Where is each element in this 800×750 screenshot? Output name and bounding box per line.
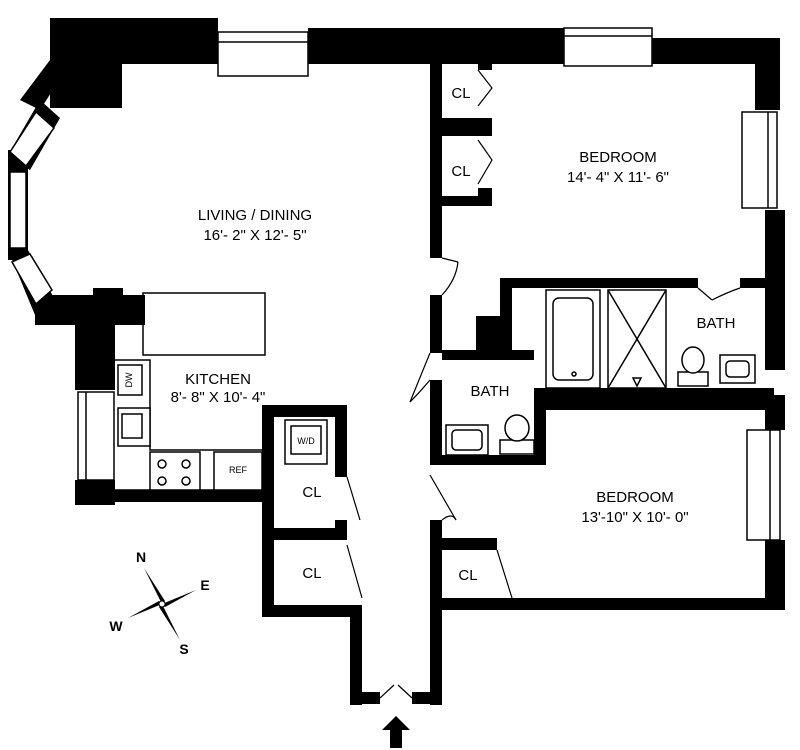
bath2-label: BATH <box>697 315 736 332</box>
closet-label: CL <box>302 484 321 501</box>
bath1-label: BATH <box>471 383 510 400</box>
stove <box>149 451 201 491</box>
kitchen-dims: 8'- 8" X 10'- 4" <box>171 389 266 406</box>
compass-rose-icon: N E S W <box>109 549 209 657</box>
closet-label: CL <box>458 567 477 584</box>
bedroom2-dims: 13'-10" X 10'- 0" <box>581 509 688 526</box>
fixtures <box>115 289 756 491</box>
compass-south: S <box>179 641 188 657</box>
windows <box>9 27 781 541</box>
dishwasher-label: DW <box>124 372 134 387</box>
walls <box>8 18 785 705</box>
bedroom2-label: BEDROOM <box>596 489 674 506</box>
entry-arrow-icon <box>382 716 410 748</box>
bedroom1-label: BEDROOM <box>579 149 657 166</box>
living-dining-label: LIVING / DINING <box>198 207 312 224</box>
kitchen-label: KITCHEN <box>185 371 251 388</box>
kitchen-counter <box>142 292 266 356</box>
closet-label: CL <box>451 163 470 180</box>
toilet-bath2 <box>677 371 709 387</box>
compass-north: N <box>136 549 146 565</box>
refrigerator-label: REF <box>229 465 248 475</box>
washer-dryer-label: W/D <box>297 436 315 446</box>
compass-east: E <box>200 577 209 593</box>
closet-label: CL <box>302 565 321 582</box>
refrigerator <box>213 451 263 491</box>
bedroom1-dims: 14'- 4" X 11'- 6" <box>567 169 669 186</box>
compass-west: W <box>109 618 123 634</box>
closet-label: CL <box>451 85 470 102</box>
room-labels: LIVING / DINING 16'- 2" X 12'- 5" BEDROO… <box>124 85 735 584</box>
dishwasher <box>117 364 143 396</box>
doors <box>346 69 741 699</box>
living-dining-dims: 16'- 2" X 12'- 5" <box>203 227 306 244</box>
toilet-bath1 <box>499 439 535 455</box>
